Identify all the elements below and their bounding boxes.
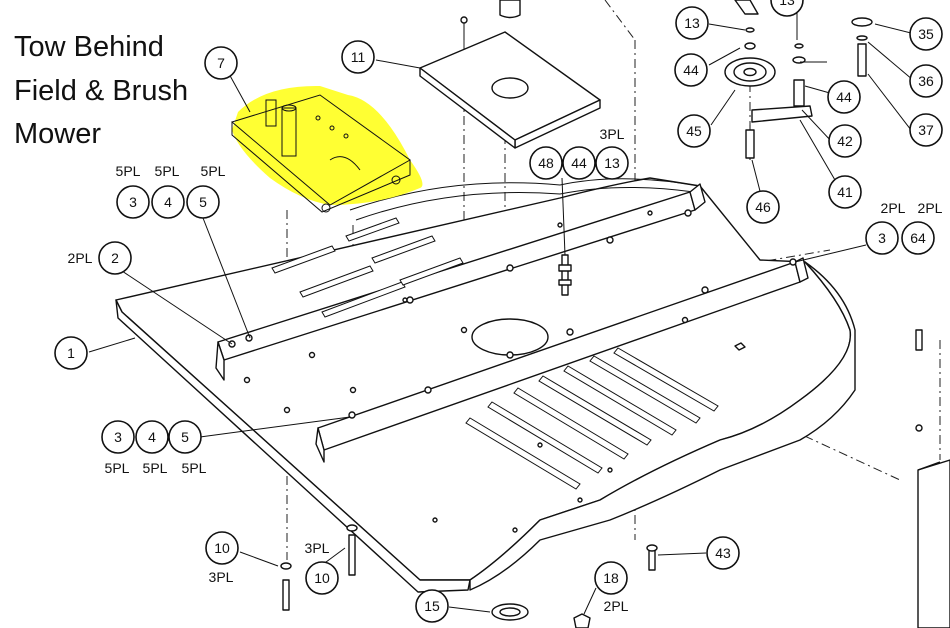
quantity-5pl-6: 5PL (182, 460, 207, 476)
callout-46: 46 (746, 190, 780, 224)
callout-label: 37 (918, 122, 934, 138)
callout-label: 13 (684, 15, 700, 31)
quantity-3pl-a: 3PL (600, 126, 625, 142)
callout-18: 18 (594, 561, 628, 595)
quantity-2pl-b: 2PL (881, 200, 906, 216)
title-line-3: Mower (14, 118, 102, 150)
callout-7: 7 (204, 46, 238, 80)
callout-label: 3 (129, 194, 137, 210)
title-line-1: Tow Behind (14, 31, 164, 63)
callout-label: 5 (181, 429, 189, 445)
callout-label: 10 (314, 570, 330, 586)
callout-10b: 10 (305, 561, 339, 595)
callout-37: 37 (909, 113, 943, 147)
quantity-5pl-4: 5PL (105, 460, 130, 476)
callout-label: 4 (164, 194, 172, 210)
callout-4a: 4 (151, 185, 185, 219)
callout-3a: 3 (116, 185, 150, 219)
deck-holes (283, 210, 689, 533)
callout-11: 11 (341, 40, 375, 74)
callout-label: 44 (683, 62, 699, 78)
callout-36: 36 (909, 64, 943, 98)
callout-label: 3 (114, 429, 122, 445)
callout-label: 13 (779, 0, 795, 8)
callout-label: 35 (918, 26, 934, 42)
quantity-5pl-3: 5PL (201, 163, 226, 179)
title-line-2: Field & Brush (14, 75, 189, 107)
mower-deck (115, 177, 856, 593)
callout-5a: 5 (186, 185, 220, 219)
quantity-2pl-d: 2PL (604, 598, 629, 614)
callout-3b: 3 (865, 221, 899, 255)
leader-lines (88, 10, 916, 615)
quantity-labels: 5PL 5PL 5PL 2PL 3PL 2PL 2PL 5PL 5PL 5PL 3PL 3PL 2PL (68, 126, 943, 614)
callout-label: 36 (918, 73, 934, 89)
callout-label: 48 (538, 155, 554, 171)
callout-13b: 13 (770, 0, 804, 17)
callout-5c: 5 (168, 420, 202, 454)
callout-label: 3 (878, 230, 886, 246)
callout-45: 45 (677, 114, 711, 148)
callout-label: 44 (571, 155, 587, 171)
callout-label: 64 (910, 230, 926, 246)
callout-label: 41 (837, 184, 853, 200)
callout-41: 41 (828, 175, 862, 209)
callout-64: 64 (901, 221, 935, 255)
fasteners (243, 254, 950, 628)
callout-label: 1 (67, 345, 75, 361)
quantity-5pl-2: 5PL (155, 163, 180, 179)
callout-label: 4 (148, 429, 156, 445)
callout-label: 43 (715, 545, 731, 561)
callout-3c: 3 (101, 420, 135, 454)
callout-10a: 10 (205, 531, 239, 565)
callout-44a: 44 (674, 53, 708, 87)
rail-bolts (228, 209, 797, 419)
callout-42: 42 (828, 124, 862, 158)
callout-label: 13 (604, 155, 620, 171)
callout-label: 11 (351, 49, 366, 65)
callout-label: 18 (603, 570, 619, 586)
callout-13c: 13 (595, 146, 629, 180)
callout-1: 1 (54, 336, 88, 370)
callout-label: 42 (837, 133, 853, 149)
callout-label: 45 (686, 123, 702, 139)
quantity-2pl-c: 2PL (918, 200, 943, 216)
spindle-mount-plate-part-11 (419, 0, 601, 149)
quantity-3pl-b: 3PL (305, 540, 330, 556)
callout-15: 15 (415, 589, 449, 623)
callout-13a: 13 (675, 6, 709, 40)
quantity-5pl-5: 5PL (143, 460, 168, 476)
callout-4c: 4 (135, 420, 169, 454)
quantity-5pl-1: 5PL (116, 163, 141, 179)
callout-label: 10 (214, 540, 230, 556)
hitch-bracket-part-7 (230, 85, 423, 213)
callout-44b: 44 (827, 80, 861, 114)
callout-label: 46 (755, 199, 771, 215)
callout-44c: 44 (562, 146, 596, 180)
callout-35: 35 (909, 17, 943, 51)
callout-label: 15 (424, 598, 440, 614)
callout-label: 44 (836, 89, 852, 105)
quantity-2pl-a: 2PL (68, 250, 93, 266)
callout-label: 2 (111, 250, 119, 266)
callout-label: 7 (217, 55, 225, 71)
quantity-3pl-c: 3PL (209, 569, 234, 585)
idler-pulley-assembly (724, 0, 873, 160)
callout-48: 48 (529, 146, 563, 180)
callout-2: 2 (98, 241, 132, 275)
deck-slots (271, 217, 719, 490)
callout-label: 5 (199, 194, 207, 210)
callout-43: 43 (706, 536, 740, 570)
